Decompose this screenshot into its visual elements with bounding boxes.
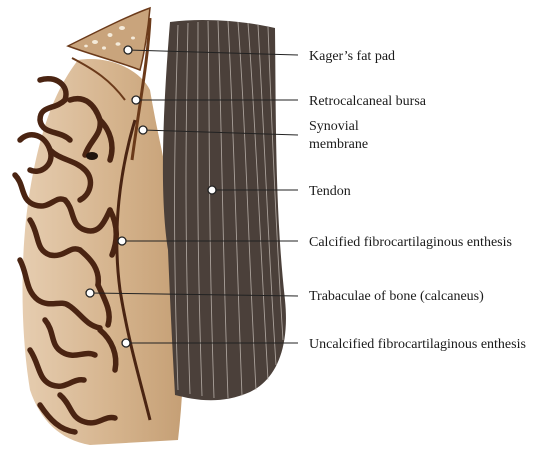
label-calcified: Calcified fibrocartilaginous enthesis bbox=[309, 235, 512, 250]
bone-dark-spot bbox=[86, 152, 98, 160]
label-tendon: Tendon bbox=[309, 184, 351, 199]
pin-bursa bbox=[132, 96, 140, 104]
label-uncalcified: Uncalcified fibrocartilaginous enthesis bbox=[309, 337, 526, 352]
label-kager: Kager’s fat pad bbox=[309, 49, 395, 64]
pin-trabeculae bbox=[86, 289, 94, 297]
pin-uncalcified bbox=[122, 339, 130, 347]
label-synovial-2: membrane bbox=[309, 137, 368, 152]
label-bursa: Retrocalcaneal bursa bbox=[309, 94, 427, 109]
labels: Kager’s fat pad Retrocalcaneal bursa Syn… bbox=[309, 49, 526, 352]
pin-kager bbox=[124, 46, 132, 54]
pin-tendon bbox=[208, 186, 216, 194]
label-trabeculae: Trabaculae of bone (calcaneus) bbox=[309, 289, 484, 304]
pin-calcified bbox=[118, 237, 126, 245]
label-synovial-1: Synovial bbox=[309, 119, 359, 134]
pin-synovial bbox=[139, 126, 147, 134]
